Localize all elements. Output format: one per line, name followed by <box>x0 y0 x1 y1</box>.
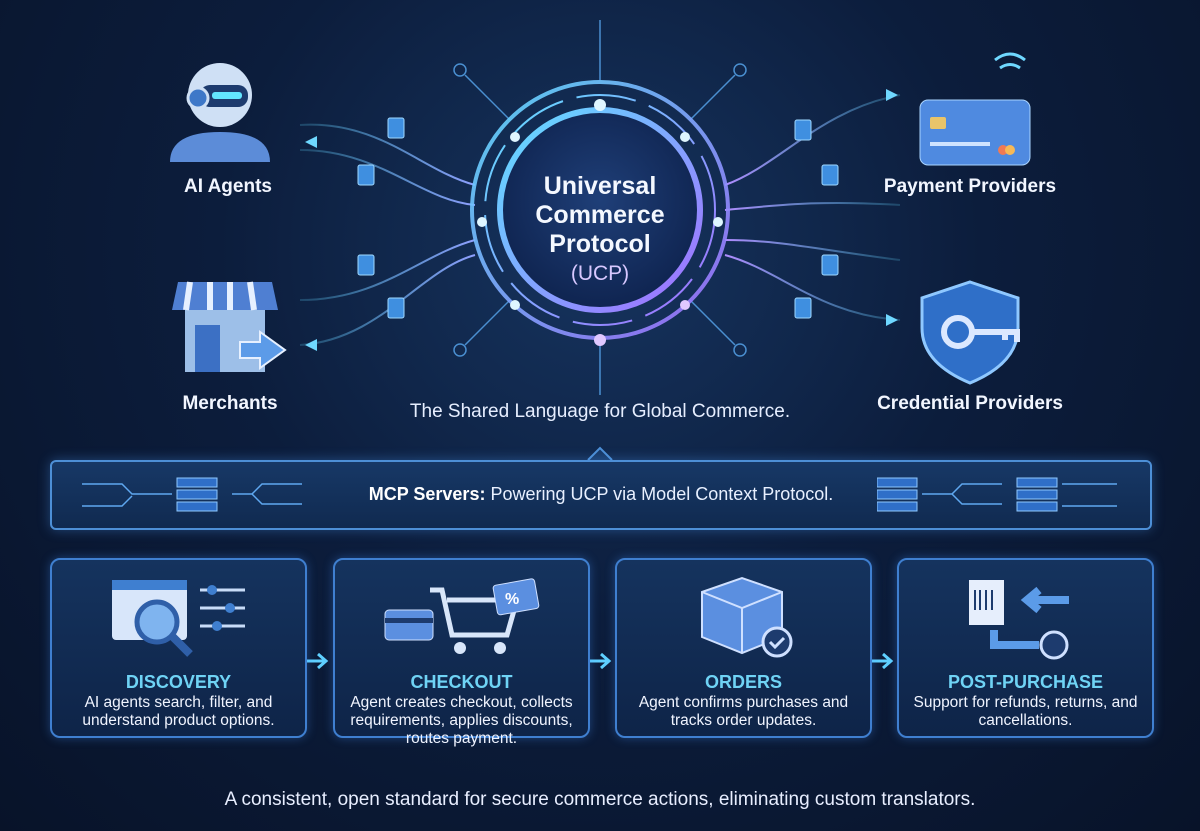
hub-title-line: Universal <box>543 172 657 200</box>
mcp-servers-description: Powering UCP via Model Context Protocol. <box>485 484 834 504</box>
ucp-hub <box>470 80 730 346</box>
package-icon <box>701 576 793 658</box>
actor-payment-providers-label: Payment Providers <box>883 176 1057 197</box>
step-description: Agent creates checkout, collects require… <box>350 694 573 747</box>
circuit-spokes <box>453 20 747 395</box>
return-icon <box>969 580 1069 660</box>
storefront-icon <box>172 281 287 372</box>
hub-title-line: Protocol <box>549 230 651 258</box>
tagline: The Shared Language for Global Commerce. <box>409 401 791 422</box>
hub-title-line: Commerce <box>535 201 665 229</box>
step-title: CHECKOUT <box>410 672 513 692</box>
server-circuit-icon <box>82 477 302 512</box>
server-circuit-icon <box>877 477 1117 512</box>
step-description: Agent confirms purchases and tracks orde… <box>638 694 849 729</box>
step-description: AI agents search, filter, and understand… <box>82 694 275 729</box>
actor-merchants-label: Merchants <box>182 393 278 414</box>
step-card-checkout: % CHECKOUT Agent creates checkout, colle… <box>333 558 590 747</box>
credit-card-icon <box>919 52 1031 166</box>
mcp-servers-heading: MCP Servers: <box>368 484 486 504</box>
step-title: DISCOVERY <box>125 672 232 692</box>
cart-icon: % <box>384 578 540 654</box>
mcp-servers-text: MCP Servers: Powering UCP via Model Cont… <box>52 484 1150 505</box>
actor-ai-agents-label: AI Agents <box>184 176 272 197</box>
mcp-servers-bar: MCP Servers: Powering UCP via Model Cont… <box>50 460 1152 530</box>
hub-abbreviation: (UCP) <box>570 262 630 285</box>
step-description: Support for refunds, returns, and cancel… <box>913 694 1138 729</box>
robot-icon <box>170 63 270 162</box>
search-product-icon <box>112 580 245 657</box>
footer-statement: A consistent, open standard for secure c… <box>224 789 976 810</box>
svg-text:%: % <box>505 591 519 608</box>
step-card-discovery: DISCOVERY AI agents search, filter, and … <box>50 558 307 738</box>
actor-credential-providers-label: Credential Providers <box>877 393 1063 414</box>
shield-key-icon <box>920 280 1020 385</box>
step-title: ORDERS <box>704 672 782 692</box>
step-title: POST-PURCHASE <box>947 672 1104 692</box>
mcp-notch <box>587 446 613 461</box>
hub-title: Universal Commerce Protocol (UCP) <box>480 172 720 288</box>
document-icons <box>357 117 839 319</box>
step-card-orders: ORDERS Agent confirms purchases and trac… <box>615 558 872 738</box>
step-card-post-purchase: POST-PURCHASE Support for refunds, retur… <box>897 558 1154 738</box>
